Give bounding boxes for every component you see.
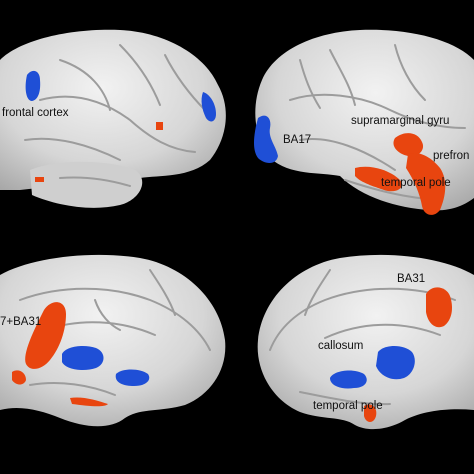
panel-right-medial: BA31 callosum temporal pole xyxy=(257,254,474,430)
activation-red-tiny xyxy=(35,177,44,182)
sulci xyxy=(269,269,456,406)
activation-red-supramarginal xyxy=(393,133,424,157)
activation-red-temporal-pole xyxy=(364,404,377,422)
activation-red-small xyxy=(156,122,163,130)
activation-blue-occipital xyxy=(201,92,216,122)
label-ba31: BA31 xyxy=(397,273,425,285)
activation-blue-frontal xyxy=(25,70,41,101)
label-temporal-pole-bottom: temporal pole xyxy=(313,400,383,412)
activation-red-streak xyxy=(70,397,108,407)
label-frontal-cortex: frontal cortex xyxy=(2,107,69,119)
panel-right-lateral: BA17 supramarginal gyru prefron temporal… xyxy=(254,29,474,215)
activation-blue-ba17 xyxy=(254,115,278,163)
activation-red-ba31 xyxy=(426,287,452,328)
panel-left-medial: 7+BA31 xyxy=(0,254,226,427)
activation-red-temporal-pole xyxy=(355,166,402,192)
label-temporal-pole-top: temporal pole xyxy=(381,177,451,189)
activation-red-lower xyxy=(12,370,26,385)
label-ba17: BA17 xyxy=(283,134,311,146)
activation-red-ba17-ba31 xyxy=(25,302,66,369)
panel-left-lateral: frontal cortex xyxy=(0,29,226,208)
label-ba17-ba31: 7+BA31 xyxy=(0,316,41,328)
sulci xyxy=(289,44,466,201)
label-supramarginal-gyrus: supramarginal gyru xyxy=(351,115,449,127)
label-callosum: callosum xyxy=(318,340,363,352)
activation-blue-callosum-left xyxy=(330,370,367,389)
label-prefrontal: prefron xyxy=(433,150,469,162)
sulci xyxy=(24,44,206,187)
activation-blue-medial xyxy=(62,346,104,370)
activation-blue-medial-small xyxy=(115,369,150,386)
temporal-lobe xyxy=(30,161,143,208)
activation-red-prefrontal xyxy=(406,152,446,215)
brain-surface xyxy=(0,29,226,197)
activation-blue-callosum-right xyxy=(376,346,415,380)
